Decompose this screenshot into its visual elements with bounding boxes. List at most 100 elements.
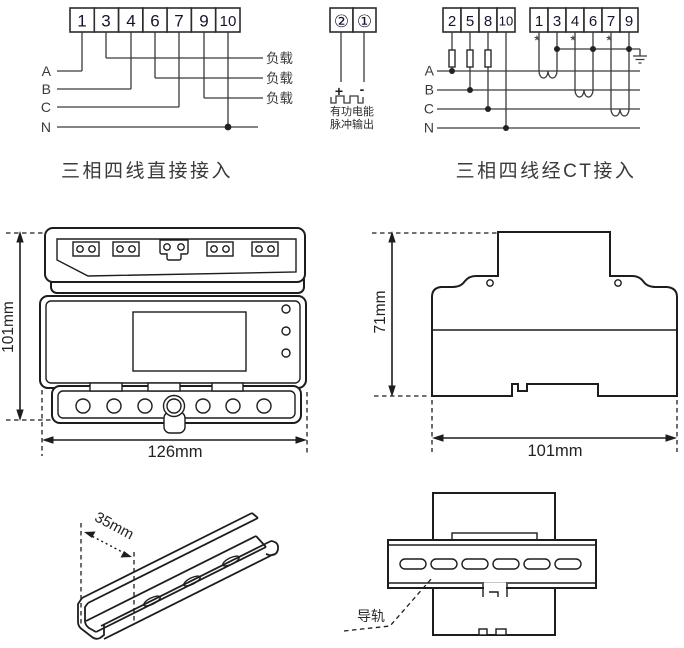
arrowhead [84, 531, 96, 538]
dimension-height-front: 101mm [0, 231, 58, 421]
terminal-number: 10 [220, 13, 237, 30]
junction-dot [449, 68, 455, 74]
fuse [448, 49, 456, 68]
terminal-strip-direct: 1 3 4 6 7 9 10 [69, 7, 241, 33]
rail-mount-drawing: 导轨 [343, 492, 597, 636]
junction-dot [590, 46, 596, 52]
dimension-width-front: 126mm [41, 390, 308, 461]
ct-winding [610, 108, 630, 117]
terminal-screw [166, 398, 182, 414]
rail-extension-lines [80, 523, 135, 627]
led-indicator [281, 326, 291, 336]
polarity-asterisk: * [570, 32, 576, 48]
junction-dot [467, 87, 473, 93]
rail-leader-line [343, 577, 433, 632]
minus-sign: - [360, 81, 365, 97]
terminal-strip-ct-left: 2 5 8 10 [442, 7, 516, 33]
knockout [211, 382, 244, 392]
meter-body [39, 295, 307, 389]
phase-label: B [425, 82, 434, 98]
wires-direct [57, 32, 263, 128]
terminal-screw [210, 245, 218, 253]
junction-dot [485, 106, 491, 112]
terminal-screw [256, 398, 272, 414]
junction-dot [554, 46, 560, 52]
terminal-number: 4 [571, 13, 579, 30]
terminal-screw [75, 398, 91, 414]
pulse-waveform-icon [330, 95, 364, 104]
terminal-screw [177, 243, 185, 251]
terminal-number: 6 [589, 13, 597, 30]
ct-winding [574, 89, 594, 98]
meter-side-view: 71mm 101mm [372, 231, 678, 460]
phase-label: B [42, 81, 51, 97]
terminal-strip-ct-right: 1 3 4 6 7 9 [529, 7, 639, 33]
wiring-diagram-ct: 2 5 8 10 1 3 4 6 7 9 * * * [424, 7, 647, 182]
rail-slot [523, 558, 551, 570]
dimension-label-71mm: 71mm [372, 290, 389, 333]
led-indicator [281, 304, 291, 314]
pulse-label-line2: 脉冲输出 [330, 117, 374, 131]
dimension-label-35mm: 35mm [92, 509, 137, 544]
terminal-block [251, 241, 279, 257]
rail-body [77, 512, 280, 640]
rail-slot [554, 558, 582, 570]
terminal-screw [222, 245, 230, 253]
terminal-number: 3 [101, 12, 110, 31]
terminal-screw [163, 243, 171, 251]
arrowhead [120, 551, 132, 558]
rail-slot [430, 558, 458, 570]
knockout [89, 382, 123, 392]
rail-label: 导轨 [357, 608, 385, 624]
fuse [484, 49, 492, 68]
terminal-screw [255, 245, 263, 253]
rail-slot [399, 558, 427, 570]
rail-slot [492, 558, 520, 570]
terminal-screw [267, 245, 275, 253]
terminal-number: 7 [607, 13, 615, 30]
clip-slot [478, 628, 488, 636]
terminal-block [206, 241, 234, 257]
terminal-number: 7 [174, 12, 183, 31]
dimension-width-side: 101mm [431, 400, 678, 460]
phase-label: A [425, 63, 435, 79]
din-rail-drawing: 35mm [77, 509, 280, 640]
load-label: 负载 [266, 71, 293, 86]
pulse-output-diagram: ② ① + - 有功电能 脉冲输出 [329, 7, 377, 131]
clip-slot [495, 628, 507, 636]
terminal-screw [88, 245, 96, 253]
junction-dot [626, 46, 632, 52]
top-terminal-groups [72, 239, 279, 261]
led-indicator [281, 348, 291, 358]
top-cover-panel [56, 238, 297, 277]
pulse-wires [340, 32, 365, 82]
meter-front-view: 101mm [0, 227, 308, 461]
load-label: 负载 [266, 91, 293, 106]
polarity-asterisk: * [534, 32, 540, 48]
terminal-screw [225, 398, 241, 414]
terminal-number: 1 [77, 12, 86, 31]
ct-winding [538, 70, 558, 79]
terminal-number: 10 [499, 14, 513, 29]
terminal-number-circled: ② [334, 12, 349, 31]
screw-hole [614, 279, 622, 287]
ground-icon [633, 55, 647, 64]
phase-label: C [424, 101, 434, 117]
pulse-label-line1: 有功电能 [330, 104, 374, 118]
dimension-label-101mm: 101mm [0, 301, 17, 353]
terminal-number-circled: ① [357, 12, 372, 31]
terminal-screw [195, 398, 211, 414]
phase-label: N [424, 120, 434, 136]
dimension-height-side: 71mm [372, 231, 497, 397]
terminal-block [112, 241, 140, 257]
junction-dot [503, 125, 509, 131]
fuse [466, 49, 474, 68]
terminal-number: 9 [199, 12, 208, 31]
terminal-number: 5 [466, 13, 474, 30]
junction-dot [224, 123, 232, 131]
terminal-block [72, 241, 100, 257]
caption-direct: 三相四线直接接入 [61, 160, 233, 182]
terminal-number: 6 [150, 12, 159, 31]
